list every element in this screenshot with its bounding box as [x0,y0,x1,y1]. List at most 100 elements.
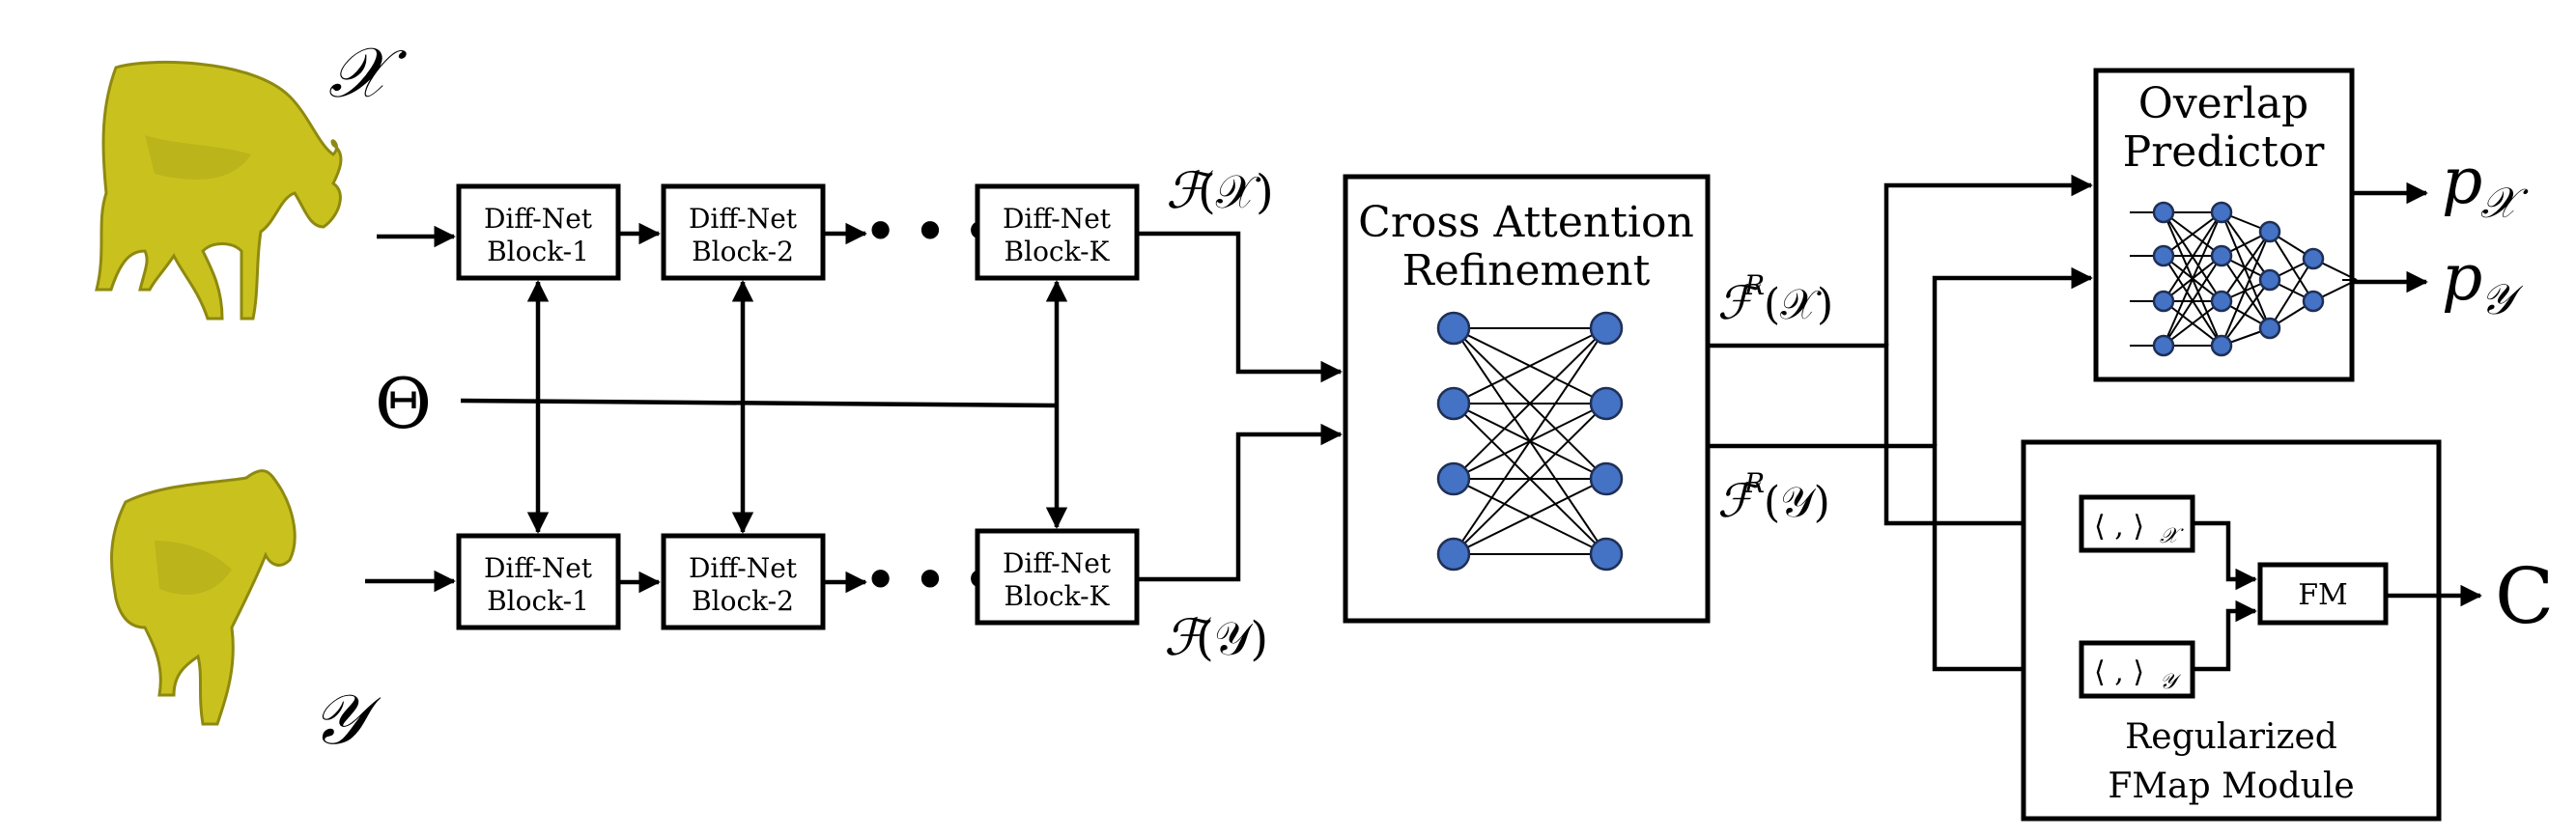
attention-network-graphic [1436,311,1624,572]
attention-edge [1453,403,1607,555]
attention-edge [1453,478,1607,555]
bottom-to-attention-wire [1137,423,1343,582]
svg-text:Predictor: Predictor [2123,127,2326,177]
svg-text:⟨ , ⟩: ⟨ , ⟩ [2094,656,2144,689]
attention-edge [1453,327,1607,555]
top-diffnet-block-1: Diff-Net Block-1 [456,183,621,281]
svg-text:R: R [1743,269,1765,301]
mlp-edge [2221,211,2271,281]
svg-text:𝒴: 𝒴 [2480,275,2524,324]
feature-label-fy: ℱ (𝒴) [1164,609,1268,667]
svg-text:Block-2: Block-2 [692,236,794,267]
refined-y-to-predictor [1932,266,2093,446]
cross-attention-box: Cross Attention Refinement [1343,174,1711,624]
output-c-label: C [2495,551,2554,641]
source-shape-label: 𝒳 [328,32,408,113]
svg-text:Regularized: Regularized [2125,717,2337,757]
refined-x-wire [1708,343,2079,535]
mlp-node [2258,268,2281,292]
svg-text:FMap Module: FMap Module [2108,767,2354,806]
top-to-attention-wire [1137,231,1343,383]
svg-text:p: p [2442,240,2482,315]
bottom-diffnet-block-k: Diff-Net Block-K [975,528,1140,626]
svg-text:Block-1: Block-1 [487,236,589,267]
svg-text:Block-1: Block-1 [487,585,589,617]
mlp-edge [2221,255,2271,329]
svg-text:Block-K: Block-K [1005,580,1111,612]
inner-product-x-box: ⟨ , ⟩ 𝒳 [2079,494,2195,553]
bottom-ellipsis: • • • [864,551,996,610]
svg-text:p: p [2442,144,2482,218]
top-diffnet-block-2: Diff-Net Block-2 [661,183,826,281]
overlap-mlp-graphic [2130,201,2358,357]
mlp-node [2152,201,2175,224]
attention-right-node [1589,386,1624,421]
target-horse-mesh [110,469,297,726]
svg-text:Overlap: Overlap [2138,79,2308,128]
svg-text:Diff-Net: Diff-Net [484,552,593,584]
bottom-diffnet-block-2: Diff-Net Block-2 [661,533,826,630]
svg-text:(𝒴): (𝒴) [1764,478,1830,527]
svg-text:Diff-Net: Diff-Net [1003,203,1112,235]
mlp-edge [2163,211,2222,257]
mlp-edge [2163,300,2222,347]
bottom-diffnet-block-1: Diff-Net Block-1 [456,533,621,630]
mlp-edge [2221,211,2271,329]
svg-text:⟨ , ⟩: ⟨ , ⟩ [2094,510,2144,544]
output-px-label: p 𝒳 [2442,144,2529,228]
svg-text:𝒳: 𝒳 [2480,179,2529,228]
svg-text:Block-2: Block-2 [692,585,794,617]
mlp-node [2302,247,2325,270]
top-ellipsis: • • • [864,203,996,262]
svg-text:ℱ: ℱ [1164,609,1211,667]
attention-left-node [1436,386,1471,421]
attention-right-node [1589,537,1624,572]
fm-box: FM [2257,562,2389,626]
mlp-node [2210,290,2233,313]
svg-text:ℱ: ℱ [1166,162,1213,220]
feature-label-fry: ℱ R (𝒴) [1717,467,1830,528]
svg-text:FM: FM [2298,578,2348,612]
attention-left-node [1436,311,1471,346]
svg-text:R: R [1743,467,1765,499]
mlp-edge [2163,211,2222,347]
svg-text:Diff-Net: Diff-Net [1003,547,1112,579]
svg-text:Block-K: Block-K [1005,236,1111,267]
overlap-predictor-box: Overlap Predictor [2093,68,2355,382]
svg-text:Cross Attention: Cross Attention [1358,198,1694,247]
attention-right-node [1589,461,1624,496]
feature-label-fx: ℱ (𝒳) [1166,162,1274,220]
mlp-edge [2163,211,2222,302]
mlp-node [2210,334,2233,357]
mlp-node [2152,290,2175,313]
attention-right-node [1589,311,1624,346]
mlp-node [2258,317,2281,340]
theta-symbol: Θ [375,363,432,444]
mlp-node [2258,220,2281,243]
attention-edge [1453,327,1607,405]
source-horse-mesh [95,60,343,321]
theta-line [460,398,1058,408]
mlp-node [2152,334,2175,357]
svg-text:Diff-Net: Diff-Net [689,552,798,584]
svg-text:Diff-Net: Diff-Net [484,203,593,235]
mlp-node [2302,290,2325,313]
svg-text:(𝒴): (𝒴) [1196,612,1268,666]
mlp-edge [2269,258,2314,329]
target-shape-label: 𝒴 [311,679,382,760]
mlp-edge [2221,279,2271,347]
attention-edge [1453,327,1607,480]
attention-left-node [1436,537,1471,572]
inner-y-to-fm [2193,600,2257,672]
mlp-node [2210,201,2233,224]
mlp-edge [2163,255,2222,347]
feature-label-frx: ℱ R (𝒳) [1717,269,1833,330]
svg-text:Refinement: Refinement [1402,246,1651,295]
top-diffnet-block-k: Diff-Net Block-K [975,183,1140,281]
refined-y-wire [1708,443,2079,681]
attention-left-node [1436,461,1471,496]
svg-text:(𝒳): (𝒳) [1198,165,1274,219]
mlp-node [2210,244,2233,267]
inner-x-to-fm [2193,520,2257,591]
svg-text:(𝒳): (𝒳) [1764,280,1833,329]
